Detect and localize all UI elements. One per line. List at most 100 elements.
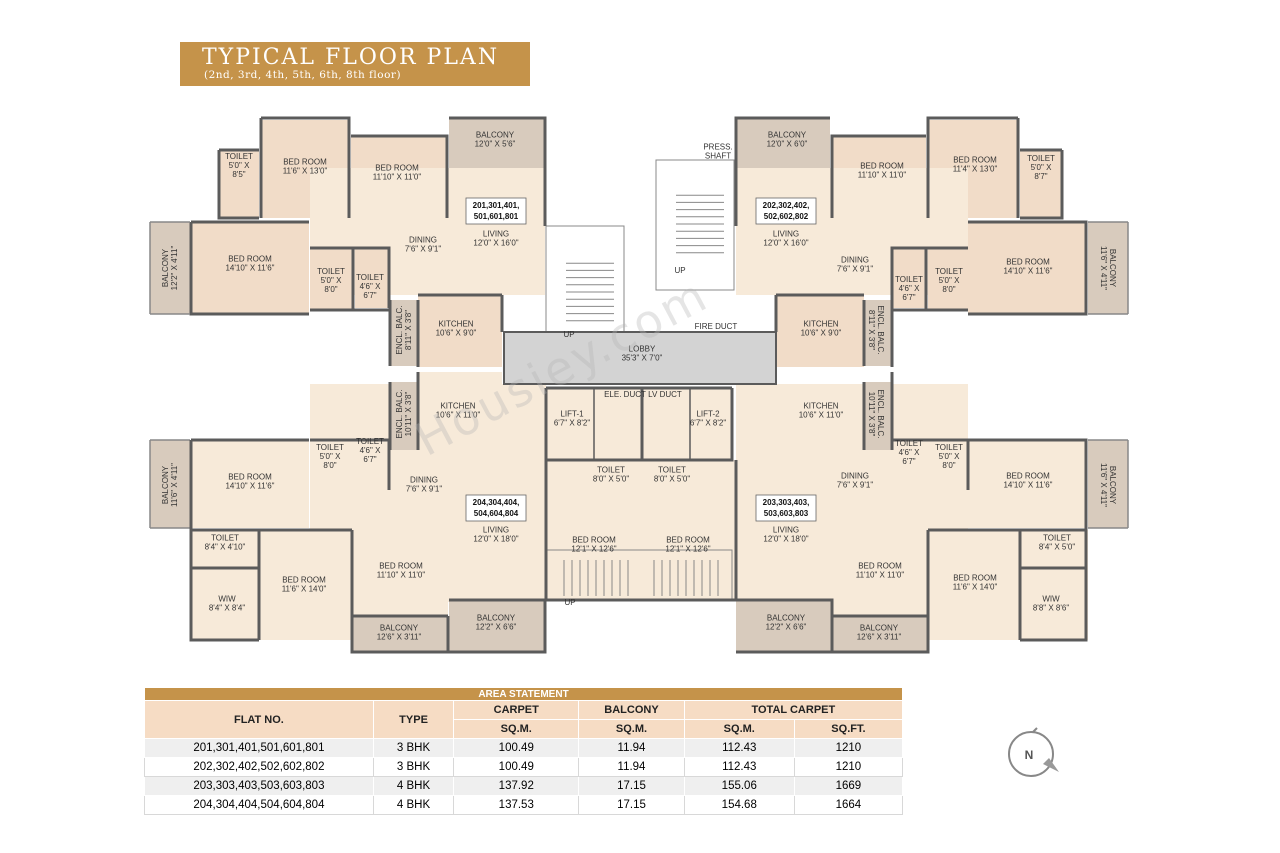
room-label-r21-line-1: 14'10" X 11'6" [1003, 267, 1052, 276]
room-label-r1-line-0: TOILET [225, 152, 253, 161]
room-label-r40-line-0: TOILET [895, 439, 923, 448]
header-total-sqm: SQ.M. [683, 719, 795, 739]
room-label-r14-line-0: BED ROOM [860, 162, 904, 171]
room-label-r58-line-1: 12'6" X 3'11" [857, 633, 902, 642]
stair-left [545, 225, 625, 333]
room-label-r27-line-0: ELE. DUCT [604, 390, 646, 399]
cell-carpet: 137.92 [453, 776, 580, 796]
cell-total-sqft: 1669 [793, 776, 904, 796]
room-label-r4-line-0: BALCONY [476, 131, 515, 140]
table-row: 204,304,404,504,604,804 4 BHK 137.53 17.… [144, 795, 904, 815]
room-label-r50-line-1: 11'10" X 11'0" [856, 571, 905, 580]
room-label-r55-line-0: BALCONY [477, 614, 516, 623]
room-fill [1020, 530, 1088, 640]
balcony-fill [832, 616, 928, 652]
room-label-r12-line-1: 12'0" X 6'0" [767, 140, 808, 149]
cell-carpet: 100.49 [453, 757, 580, 777]
room-label-r50-line-0: BED ROOM [858, 562, 902, 571]
room-fill [1020, 150, 1062, 218]
room-label-r6-line-2: 8'0" [324, 285, 337, 294]
room-label-r44-line-1: 11'6" X 14'0" [282, 585, 327, 594]
flat-box-sw: 204,304,404, 504,604,804 [465, 494, 527, 522]
room-label-r2-line-0: BED ROOM [283, 158, 327, 167]
room-label-r19-line-1: 4'6" X [899, 284, 920, 293]
room-label-r1-line-2: 8'5" [232, 170, 245, 179]
room-label-r14-line-1: 11'10" X 11'0" [858, 171, 907, 180]
room-label-r45-line-0: BED ROOM [379, 562, 423, 571]
cell-total-sqft: 1664 [793, 795, 904, 815]
room-fill [310, 248, 353, 310]
plan-title: TYPICAL FLOOR PLAN [202, 45, 500, 70]
room-label-r34-line-2: 8'0" [323, 461, 336, 470]
title-block: TYPICAL FLOOR PLAN (2nd, 3rd, 4th, 5th, … [180, 42, 530, 86]
vertical-label-v4-line-1: 11'6" X 4'11" [170, 463, 179, 507]
room-label-r9-line-1: 12'0" X 16'0" [473, 239, 518, 248]
room-label-r26-line-1: 35'3" X 7'0" [622, 354, 663, 363]
room-label-r25-line-0: UP [674, 266, 685, 275]
header-total-sqft: SQ.FT. [793, 719, 904, 739]
cell-total-sqm: 155.06 [683, 776, 795, 796]
flat-ne-line2: 502,602,802 [764, 212, 809, 221]
room-label-r7-line-1: 4'6" X [360, 282, 381, 291]
flat-box-ne: 202,302,402, 502,602,802 [755, 197, 817, 225]
room-label-r52-line-1: 8'4" X 5'0" [1039, 543, 1075, 552]
room-label-r26-line-0: LOBBY [629, 345, 656, 354]
room-label-r16-line-2: 8'7" [1034, 172, 1047, 181]
cell-total-sqm: 154.68 [683, 795, 795, 815]
vertical-label-v2-line-0: ENCL. BALC. [395, 306, 404, 355]
cell-type: 4 BHK [372, 776, 455, 796]
room-label-r31-line-0: KITCHEN [440, 402, 475, 411]
room-label-r20-line-1: 5'0" X [939, 276, 960, 285]
room-fill [968, 440, 1086, 528]
vertical-label-v5-line-1: 11'6" X 4'11" [1099, 246, 1108, 290]
vertical-label-v6-line-1: 8'11" X 3'8" [867, 310, 876, 350]
table-row: 203,303,403,503,603,803 4 BHK 137.92 17.… [144, 776, 904, 796]
cell-carpet: 137.53 [453, 795, 580, 815]
flat-se-line1: 203,303,403, [763, 498, 810, 507]
room-label-r1-line-1: 5'0" X [229, 161, 250, 170]
room-label-r22-line-1: 10'6" X 9'0" [801, 329, 842, 338]
room-label-r36-line-1: 7'6" X 9'1" [406, 485, 442, 494]
balcony-fill [352, 616, 448, 652]
room-label-r23-line-0: FIRE DUCT [695, 322, 738, 331]
room-label-r41-line-0: TOILET [935, 443, 963, 452]
room-label-r37-line-1: 8'0" X 5'0" [593, 475, 629, 484]
cell-flat: 202,302,402,502,602,802 [144, 757, 374, 777]
room-label-r16-line-0: TOILET [1027, 154, 1055, 163]
room-label-r38-line-1: 8'0" X 5'0" [654, 475, 690, 484]
north-compass-icon: N [1008, 727, 1059, 777]
room-label-r33-line-0: BED ROOM [228, 473, 272, 482]
room-label-r48-line-0: BED ROOM [666, 536, 710, 545]
walls [149, 116, 1129, 654]
room-label-r19-line-2: 6'7" [902, 293, 915, 302]
vertical-label-v6-line-0: ENCL. BALC. [876, 306, 885, 355]
room-label-r8-line-0: DINING [409, 236, 437, 245]
cell-balcony: 17.15 [578, 776, 685, 796]
room-label-r35-line-0: TOILET [356, 437, 384, 446]
room-label-r42-line-0: BED ROOM [1006, 472, 1050, 481]
vertical-label-v5-line-0: BALCONY [1108, 249, 1117, 288]
balcony-fill [150, 222, 190, 314]
vertical-label-v8-line-0: BALCONY [1108, 466, 1117, 505]
room-label-r17-line-1: 12'0" X 16'0" [763, 239, 808, 248]
room-label-r49-line-0: LIVING [773, 526, 799, 535]
room-label-r15-line-0: BED ROOM [953, 156, 997, 165]
cell-balcony: 17.15 [578, 795, 685, 815]
flat-box-se: 203,303,403, 503,603,803 [755, 494, 817, 522]
flat-ne-line1: 202,302,402, [763, 201, 810, 210]
room-label-r39-line-1: 7'6" X 9'1" [837, 481, 873, 490]
header-carpet: CARPET [453, 700, 580, 720]
room-label-r38-line-0: TOILET [658, 466, 686, 475]
room-label-r39-line-0: DINING [841, 472, 869, 481]
room-label-r32-line-0: KITCHEN [803, 402, 838, 411]
flat-se-line2: 503,603,803 [764, 509, 809, 518]
stair-treads [563, 194, 724, 596]
header-flat-no: FLAT NO. [144, 700, 374, 739]
cell-type: 3 BHK [372, 738, 455, 758]
room-label-r16-line-1: 5'0" X [1031, 163, 1052, 172]
room-label-r45-line-1: 11'10" X 11'0" [377, 571, 426, 580]
